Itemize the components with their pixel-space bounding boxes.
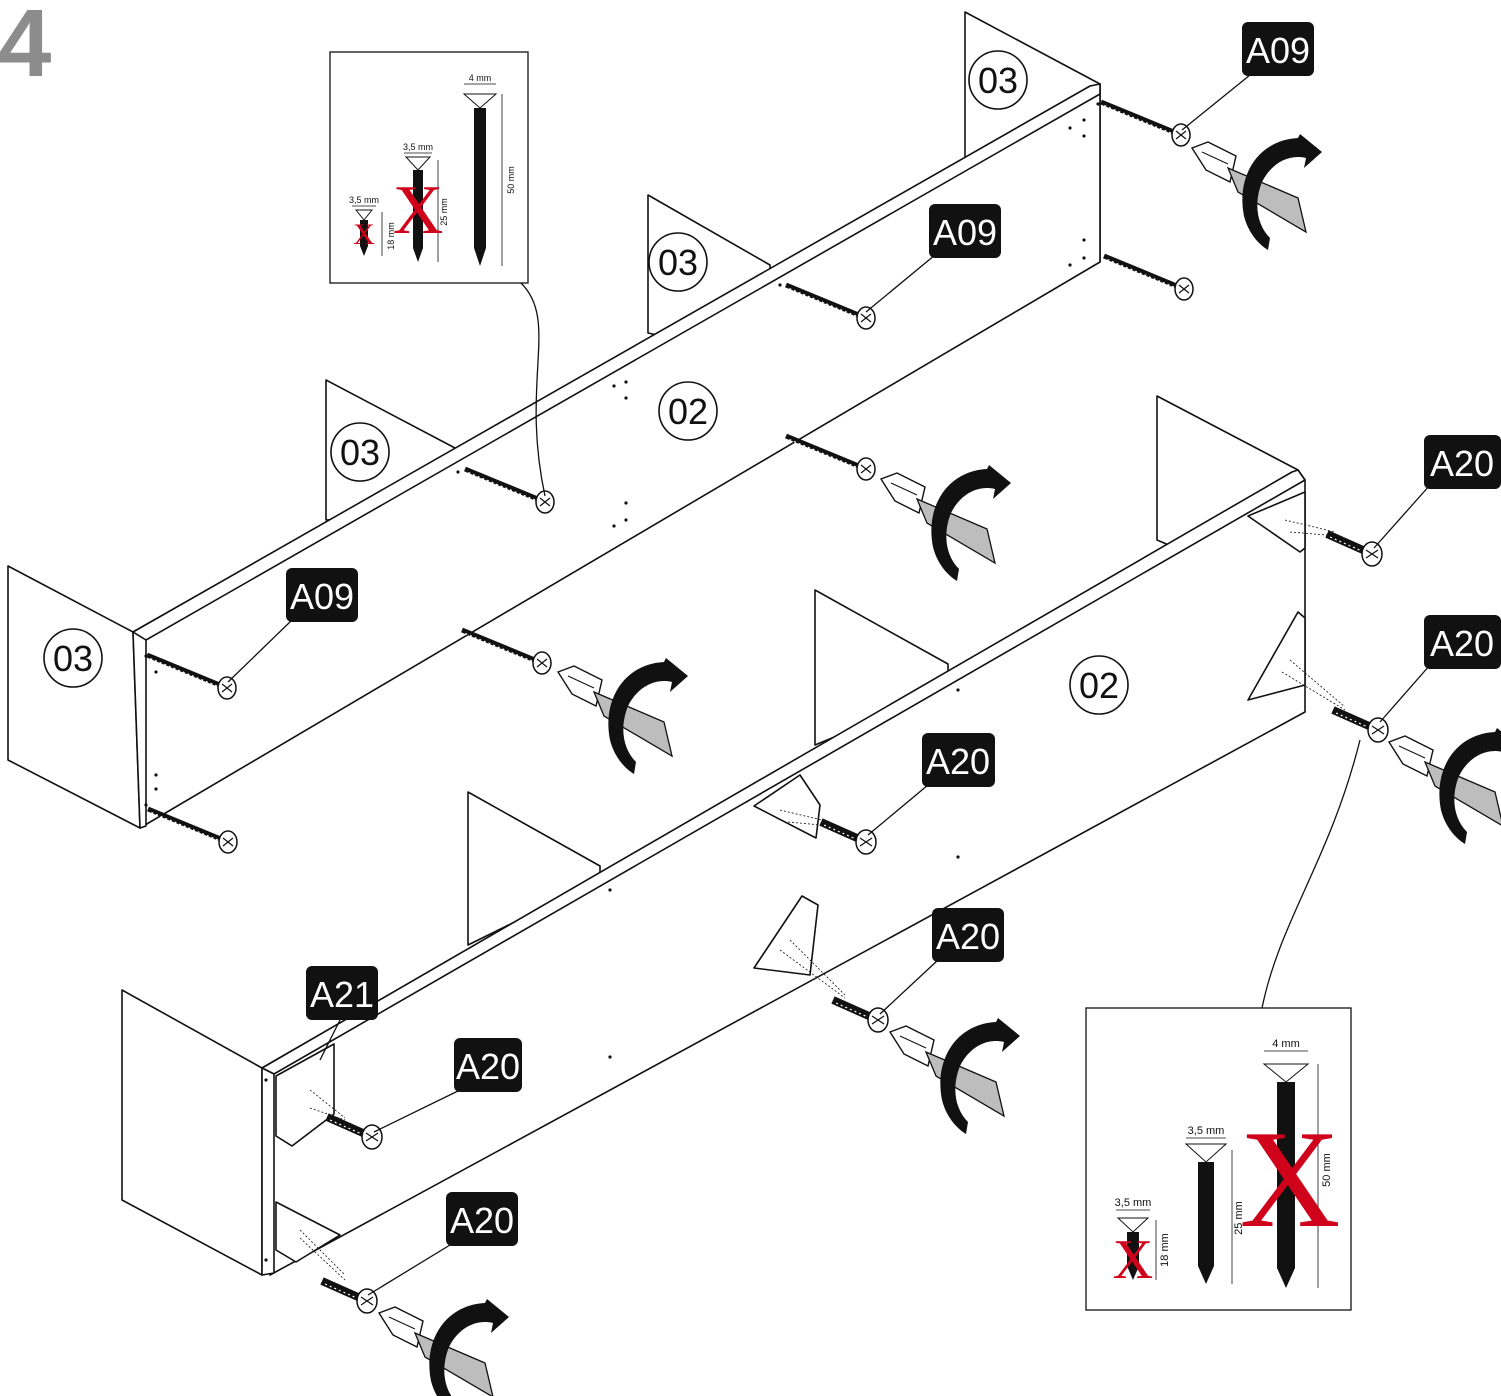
medium-screw-length: 25 mm [439,198,449,226]
triangle-block-middle [753,895,819,976]
small-screw-diameter: 3,5 mm [349,195,379,205]
large-screw-length: 50 mm [506,166,516,194]
lower-shelf-unit [121,395,1346,1281]
screw-left-bottom [148,809,237,853]
screwdriver-icon [889,1017,1021,1135]
screwdriver-icon [557,657,689,775]
medium-screw-length: 25 mm [1233,1201,1245,1235]
part-label-03: 03 [340,432,380,473]
medium-screw-diameter: 3,5 mm [1188,1125,1225,1137]
large-screw-diameter: 4 mm [1272,1038,1300,1050]
screw-a20-bottom [322,1281,377,1313]
screw-chart-inset-top: 3,5 mm 18 mm X 3,5 mm 25 mm X 4 mm 50 mm [329,51,546,497]
screw-a20-right-top [1327,534,1382,566]
tag-a09: A09 [1246,30,1310,71]
screw-top-right-lower [1104,256,1193,300]
tag-a20: A20 [1430,623,1494,664]
tag-a20: A20 [1430,443,1494,484]
part-label-03: 03 [658,242,698,283]
long-panel-upper-edge [132,83,1101,641]
screw-left-lower [462,630,551,674]
corner-block-a21 [275,1043,335,1147]
tag-a09: A09 [933,212,997,253]
corner-block-middle [753,774,821,839]
small-screw-length: 18 mm [1159,1233,1171,1267]
screwdriver-icon [378,1298,510,1396]
end-panel-lower-left [121,989,263,1276]
screw-a20-right [1333,710,1388,742]
small-screw-diameter: 3,5 mm [1115,1197,1152,1209]
screw-middle-lower [786,436,875,480]
small-screw-length: 18 mm [386,222,396,250]
part-label-02: 02 [1079,665,1119,706]
part-label-03: 03 [53,638,93,679]
tag-a21: A21 [310,974,374,1015]
tag-a09: A09 [290,576,354,617]
hardware-tags: A09 A09 A09 A20 A20 A20 A20 A21 A20 [227,22,1501,1296]
corner-block-right-top [1247,491,1306,553]
tag-a20: A20 [456,1046,520,1087]
part-labels: 03 03 03 03 02 02 [43,50,1129,715]
screw-a20-middle-lower [833,1000,888,1032]
part-label-03: 03 [978,60,1018,101]
screwdriver-icon [1388,727,1501,845]
end-panel-left-edge [132,631,147,829]
tag-a20: A20 [450,1200,514,1241]
corner-block-lower [275,1201,341,1263]
tag-a20: A20 [936,916,1000,957]
reject-mark-medium: X [393,172,444,249]
medium-screw-diameter: 3,5 mm [403,142,433,152]
tag-a20: A20 [926,741,990,782]
triangle-block-right [1247,611,1306,701]
reject-mark-small: X [1113,1229,1153,1291]
screwdriver-icon [880,464,1012,582]
end-panel-lower-left-edge [261,1067,275,1276]
upper-shelf-unit [7,11,1101,829]
screwdriver-icon [1191,133,1323,251]
reject-mark-small: X [353,218,375,251]
reject-mark-large: X [1239,1102,1340,1257]
end-panel-left [7,565,141,829]
large-screw-length: 50 mm [1321,1153,1333,1187]
part-label-02: 02 [668,391,708,432]
large-screw-diameter: 4 mm [469,73,492,83]
screw-chart-inset-bottom: 3,5 mm 18 mm X 3,5 mm 25 mm 4 mm 50 mm X [1085,739,1361,1311]
screw-a09-top-right [1101,102,1190,146]
step-number: 4 [0,0,51,97]
